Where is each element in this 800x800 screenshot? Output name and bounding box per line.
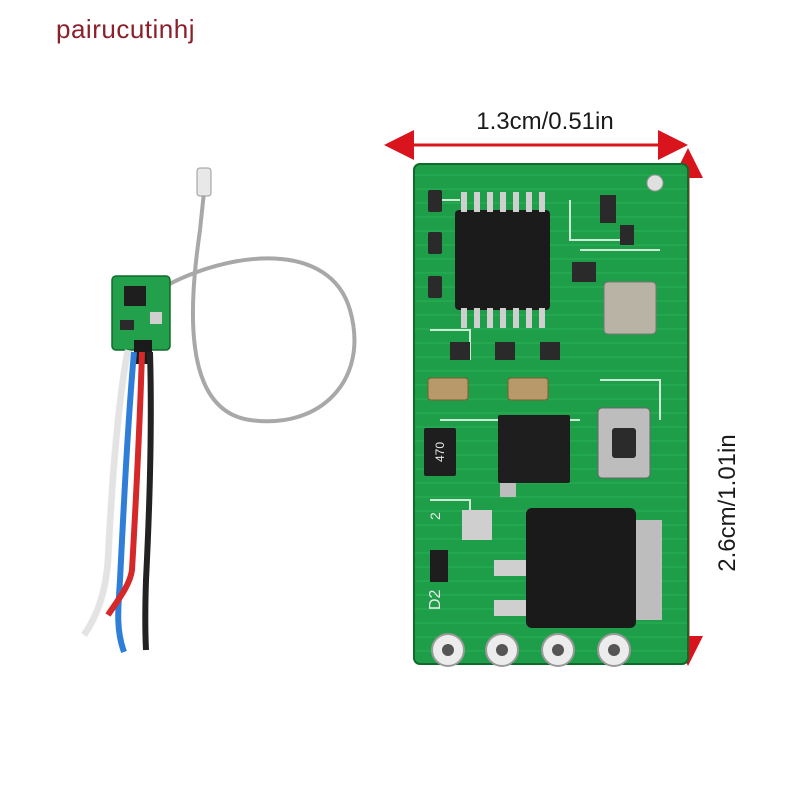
red-wire	[105, 351, 145, 617]
watermark: pairucutinhj	[56, 14, 195, 44]
receiver-module-with-wires	[81, 167, 357, 654]
ic-chip	[455, 210, 550, 310]
antenna-wire	[161, 191, 357, 424]
receiver-board-closeup: 470 D2 2	[413, 163, 689, 667]
solder-pads	[431, 633, 631, 667]
mosfet	[526, 508, 636, 628]
crystal-oscillator	[603, 281, 657, 335]
resistor-470	[424, 428, 456, 476]
board-label-2: 2	[427, 512, 443, 520]
blue-wire	[115, 351, 137, 654]
resistor-label: 470	[433, 442, 447, 462]
voltage-regulator	[498, 415, 570, 483]
black-wire	[142, 351, 154, 651]
white-wire	[81, 349, 131, 637]
diode-label: D2	[427, 589, 444, 610]
